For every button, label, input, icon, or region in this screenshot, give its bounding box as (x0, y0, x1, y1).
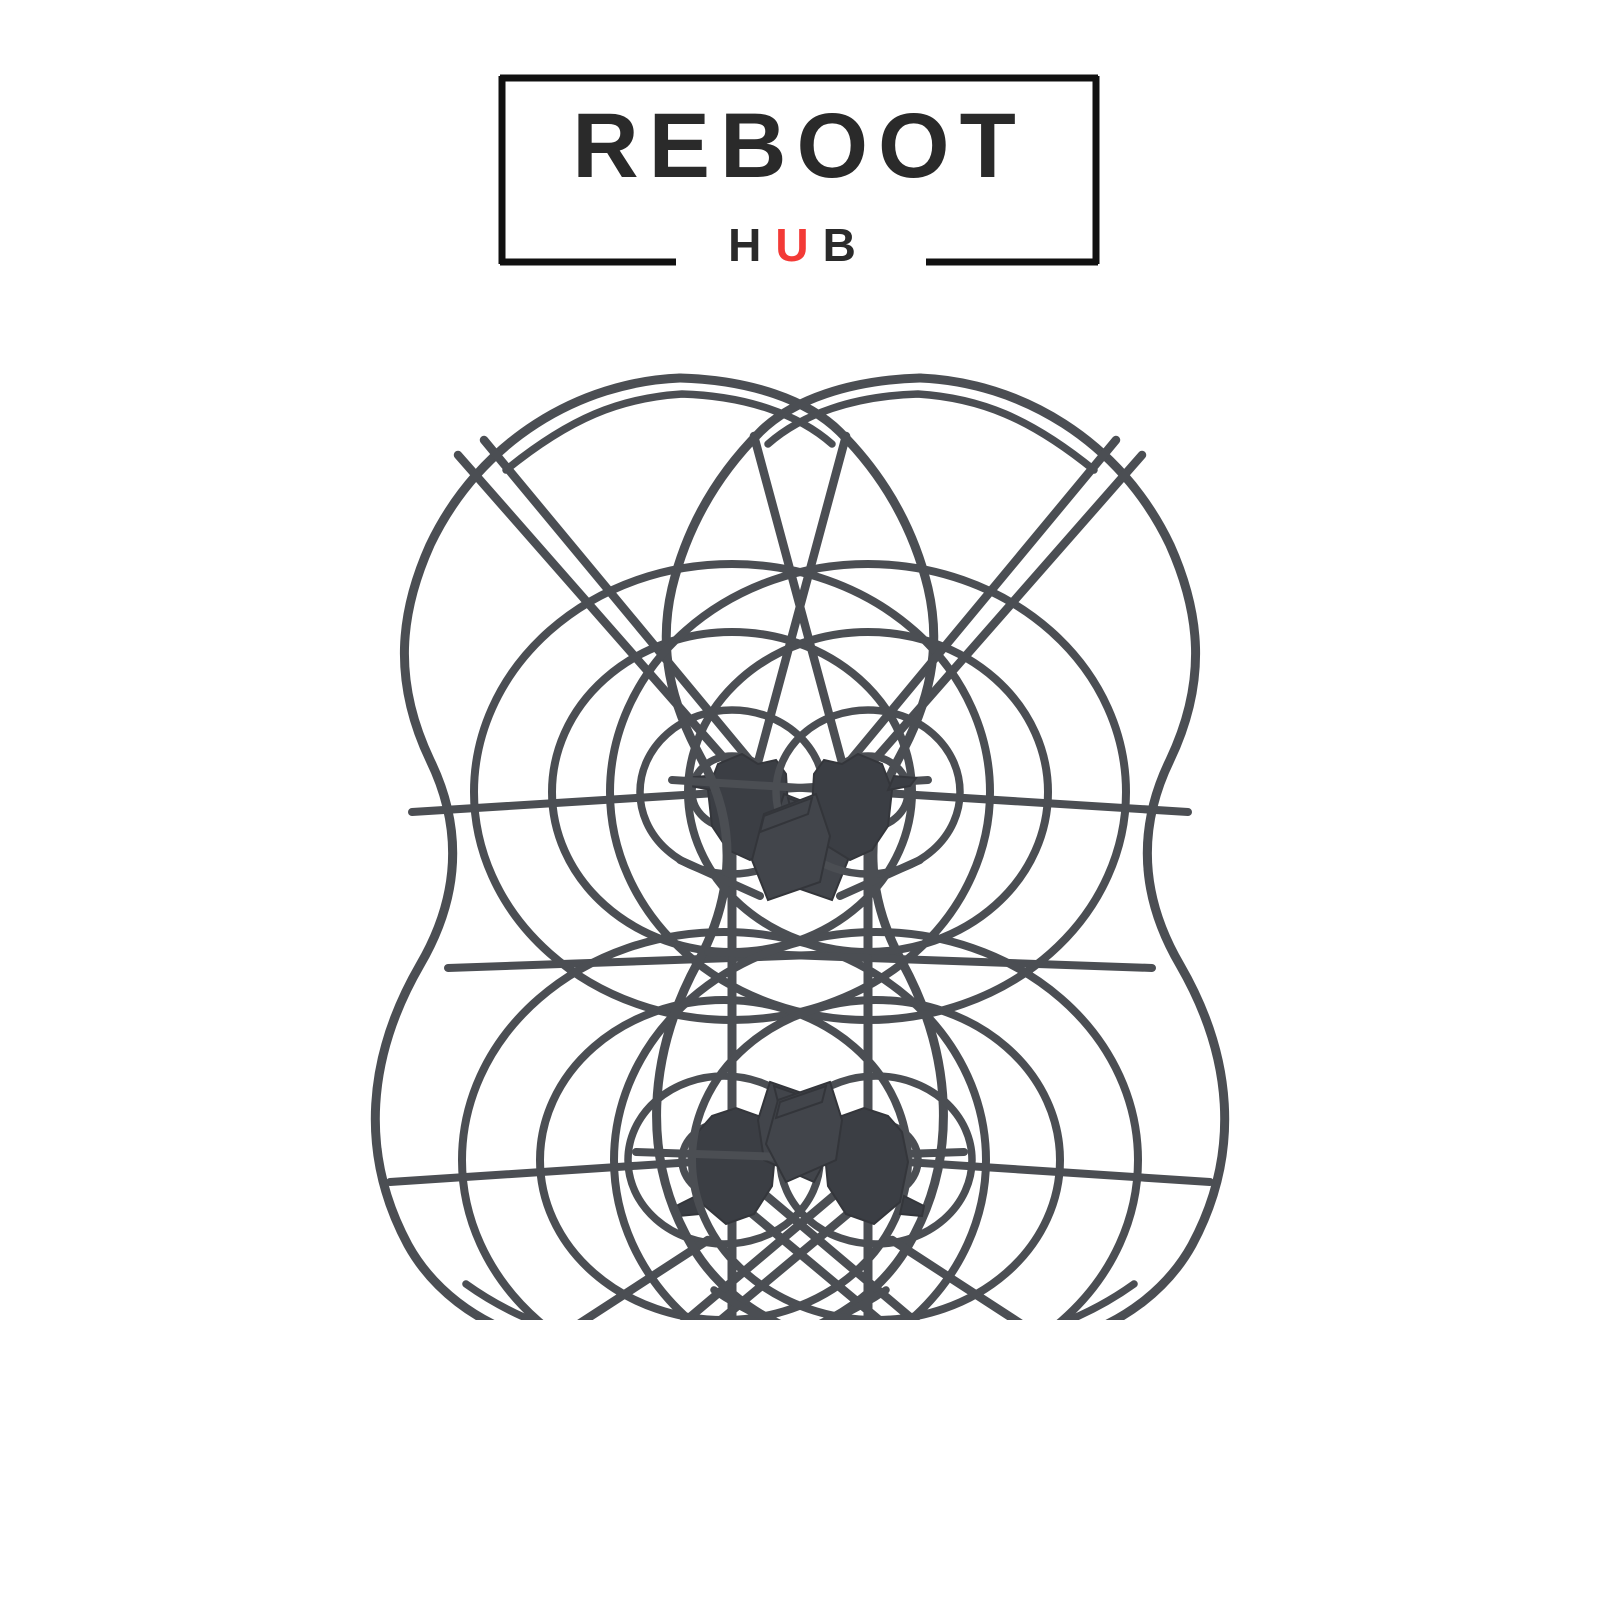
left-guard-lower-diagonal-b (577, 1235, 713, 1320)
logo-wordmark: REBOOT (572, 95, 1026, 197)
right-guard-upper-diagonal-c (749, 431, 855, 797)
left-guard-bottom-rim-inner (462, 1280, 890, 1320)
brand-logo: REBOOT HUB (498, 74, 1100, 268)
right-guard-lower-spoke-right (872, 1156, 1214, 1186)
right-guard-top-rim-inner (764, 390, 1098, 474)
right-propeller-guard (606, 373, 1230, 1320)
right-guard-upper-spoke-lower-left (676, 856, 764, 900)
right-guard-lower-ring-middle (688, 996, 1064, 1320)
right-guard-lower-ring-outer (610, 928, 1142, 1320)
left-guard-upper-spoke-left (408, 788, 736, 816)
left-guard-lower-spoke-left (386, 1156, 728, 1186)
left-guard-top-rim-inner (502, 390, 836, 474)
left-guard-lower-ring-outer (458, 928, 990, 1320)
left-guard-upper-diagonal-b (479, 435, 771, 785)
logo-sub-accent-letter: U (775, 219, 823, 271)
right-guard-upper-spoke-right (864, 788, 1192, 816)
left-guard-lower-diagonal-c (745, 1207, 886, 1320)
right-guard-upper-hub (750, 752, 918, 902)
right-guard-upper-diagonal-a (843, 450, 1147, 795)
right-guard-upper-diagonal-b (829, 435, 1121, 785)
right-guard-waist-crossbar-left (704, 948, 872, 962)
right-guard-lower-hub (764, 1080, 926, 1226)
left-guard-outer-left-edge (370, 373, 685, 1320)
right-guard-bottom-rim-inner (710, 1280, 1138, 1320)
right-guard-outer-right-edge (915, 373, 1230, 1320)
logo-sub-prefix: H (728, 219, 776, 271)
right-guard-lower-diagonal-c (714, 1207, 855, 1320)
logo-sub-suffix: B (822, 219, 870, 271)
right-guard-lower-diagonal-b (887, 1235, 1023, 1320)
product-image (280, 340, 1320, 1320)
logo-frame-icon (498, 74, 1100, 266)
logo-subtext: HUB (498, 222, 1100, 268)
